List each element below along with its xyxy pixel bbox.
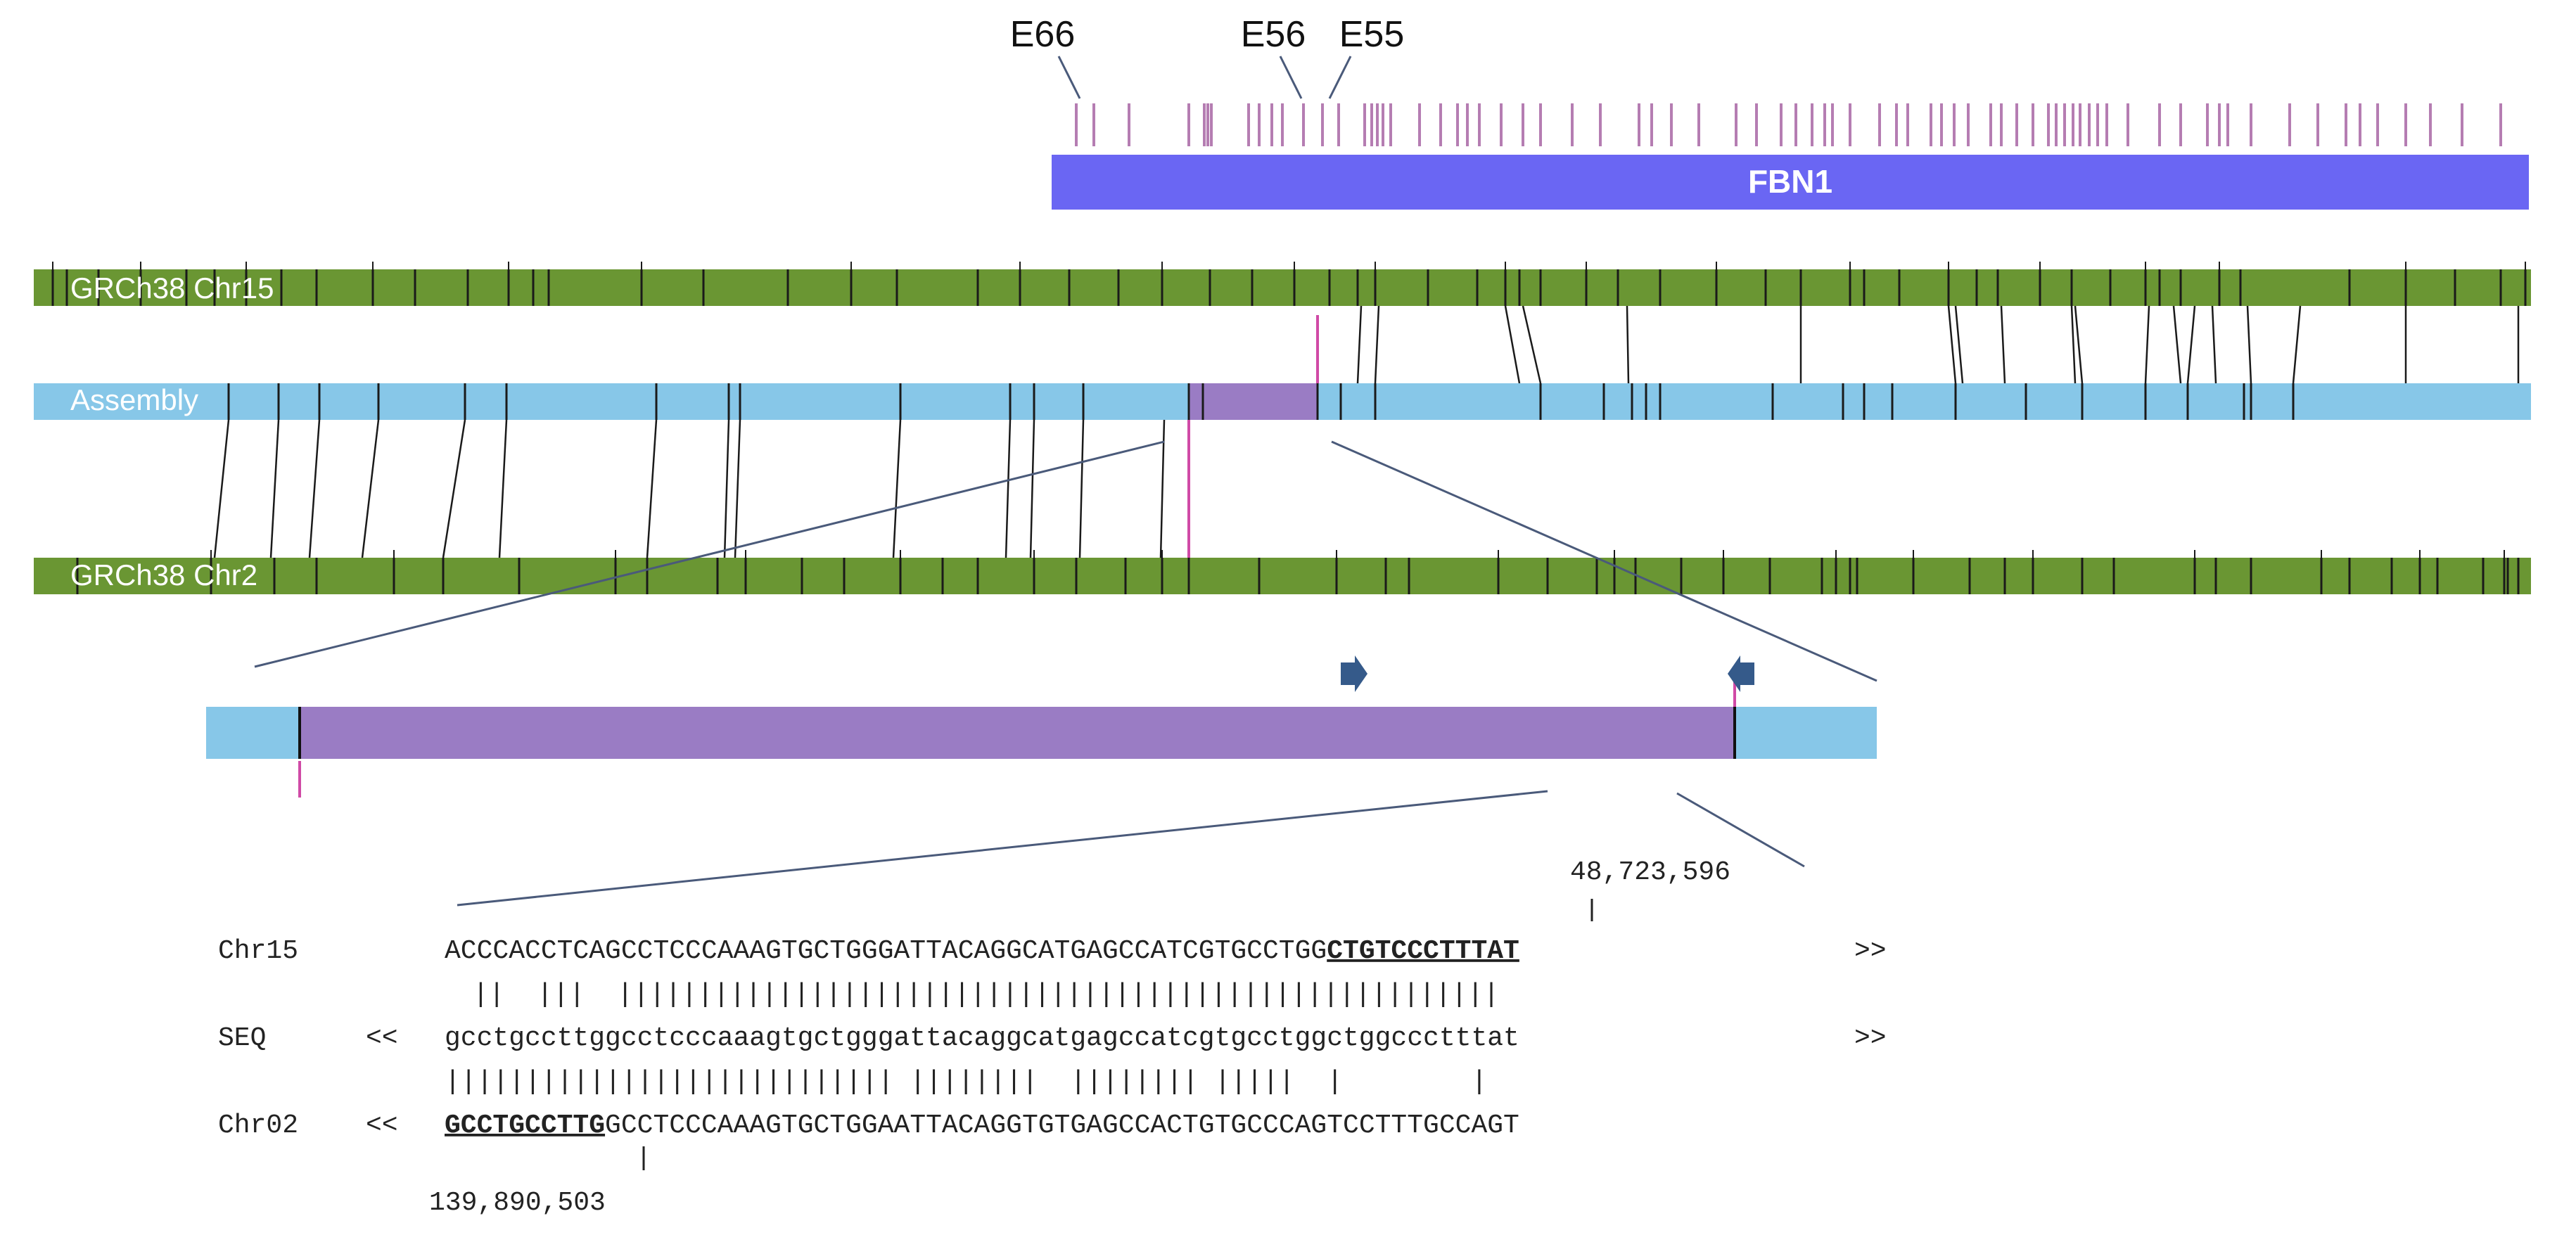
connector-line bbox=[2186, 305, 2196, 384]
connector-line bbox=[1954, 305, 1964, 384]
connector-line bbox=[1078, 419, 1085, 558]
zoom-bar-left-flank bbox=[206, 707, 300, 759]
row-label: Chr15 bbox=[218, 936, 298, 966]
chr2-track: GRCh38 Chr2 bbox=[34, 550, 2531, 594]
connector-line bbox=[1504, 305, 1521, 384]
sequence-highlight: GCCTGCCTTG bbox=[445, 1110, 605, 1141]
connector-line bbox=[892, 419, 902, 558]
zoom-lines-1 bbox=[254, 440, 1877, 682]
connector-line bbox=[361, 419, 380, 558]
connector-line bbox=[2172, 305, 2182, 384]
connector-line bbox=[646, 419, 658, 558]
exon-label-e55: E55 bbox=[1339, 14, 1405, 55]
row-arrow-right: >> bbox=[1854, 936, 1887, 966]
sequence-alignment: 48,723,596 Chr15 ACCCACCTCAGCCTCCCAAAGTG… bbox=[218, 857, 1887, 1218]
connector-line bbox=[2000, 305, 2006, 384]
alignment-row-chr02: Chr02 << GCCTGCCTTGGCCTCCCAAAGTGCTGGAATT… bbox=[218, 1110, 1519, 1141]
exon-label-e56: E56 bbox=[1241, 14, 1306, 55]
connector-line bbox=[1005, 419, 1012, 558]
connector-line bbox=[1356, 305, 1363, 384]
connector-line bbox=[498, 419, 508, 558]
zoom-bar-right-flank bbox=[1735, 707, 1877, 759]
connector-line bbox=[2211, 305, 2217, 384]
assembly-track: Assembly bbox=[34, 315, 2531, 558]
connector-line bbox=[1947, 305, 1957, 384]
assembly-label: Assembly bbox=[70, 383, 198, 416]
sequence-highlight: CTGTCCCTTTAT bbox=[1327, 936, 1519, 966]
connector-line bbox=[269, 419, 280, 558]
connector-line bbox=[2246, 305, 2252, 384]
connector-line bbox=[1029, 419, 1035, 558]
row-arrow-right: >> bbox=[1854, 1023, 1887, 1054]
gene-label: FBN1 bbox=[1748, 163, 1832, 200]
assembly-chr2-connectors bbox=[213, 419, 1166, 558]
exon-label-e66: E66 bbox=[1010, 14, 1076, 55]
row-arrow-left: << bbox=[366, 1110, 398, 1141]
assembly-ticks bbox=[227, 383, 2295, 420]
match-line-upper: || ||| |||||||||||||||||||||||||||||||||… bbox=[473, 980, 1499, 1010]
row-label: Chr02 bbox=[218, 1110, 298, 1141]
connector-line bbox=[1374, 305, 1380, 384]
connector-line bbox=[1522, 305, 1542, 384]
row-arrow-left: << bbox=[366, 1023, 398, 1054]
exon-ticks bbox=[1075, 103, 2502, 146]
connector-line bbox=[213, 419, 230, 558]
connector-line bbox=[1626, 305, 1630, 384]
sequence: GCCTGCCTTGGCCTCCCAAAGTGCTGGAATTACAGGTGTG… bbox=[445, 1110, 1519, 1141]
gene-bar: FBN1 bbox=[1052, 155, 2529, 210]
connector-line bbox=[2070, 305, 2077, 384]
zoom-lines-2 bbox=[457, 790, 1805, 907]
sequence-plain: ACCCACCTCAGCCTCCCAAAGTGCTGGGATTACAGGCATG… bbox=[445, 936, 1327, 966]
connector-line bbox=[723, 419, 730, 558]
sequence: ACCCACCTCAGCCTCCCAAAGTGCTGGGATTACAGGCATG… bbox=[445, 936, 1519, 966]
coordinate-bottom: 139,890,503 bbox=[429, 1188, 606, 1218]
chr15-bar bbox=[34, 269, 2531, 306]
zoomed-insertion-region bbox=[206, 655, 1877, 798]
sequence: gcctgccttggcctcccaaagtgctgggattacaggcatg… bbox=[445, 1023, 1519, 1054]
connector-line bbox=[442, 419, 466, 558]
exon-label-leaders bbox=[1057, 56, 1352, 99]
exon-labels: E66 E56 E55 bbox=[1010, 14, 1405, 55]
row-label: SEQ bbox=[218, 1023, 266, 1054]
chr2-bar bbox=[34, 558, 2531, 594]
connector-line bbox=[734, 419, 741, 558]
assembly-insertion bbox=[1189, 383, 1317, 420]
chr15-label: GRCh38 Chr15 bbox=[70, 271, 274, 305]
chr15-assembly-connectors bbox=[1356, 305, 2520, 384]
connector-line bbox=[1159, 419, 1166, 558]
primer-forward-icon bbox=[1341, 655, 1367, 692]
chr15-track: GRCh38 Chr15 bbox=[34, 262, 2531, 306]
alignment-row-seq: SEQ << gcctgccttggcctcccaaagtgctgggattac… bbox=[218, 1023, 1887, 1054]
connector-line bbox=[2292, 305, 2302, 384]
chr2-label: GRCh38 Chr2 bbox=[70, 558, 257, 591]
coordinate-top: 48,723,596 bbox=[1570, 857, 1730, 888]
zoom-bar-insertion bbox=[300, 707, 1735, 759]
match-line-lower: |||||||||||||||||||||||||||| |||||||| ||… bbox=[445, 1067, 1487, 1097]
connector-line bbox=[2074, 305, 2084, 384]
chr2-ticks bbox=[76, 550, 2520, 594]
sequence-plain: GCCTCCCAAAGTGCTGGAATTACAGGTGTGAGCCACTGTG… bbox=[605, 1110, 1519, 1141]
gene-bar-fbn1 bbox=[1052, 155, 2529, 210]
chr15-ticks bbox=[51, 262, 2527, 306]
primer-reverse-icon bbox=[1728, 655, 1754, 692]
connector-line bbox=[2144, 305, 2150, 384]
connector-line bbox=[308, 419, 321, 558]
alignment-row-chr15: Chr15 ACCCACCTCAGCCTCCCAAAGTGCTGGGATTACA… bbox=[218, 936, 1887, 966]
